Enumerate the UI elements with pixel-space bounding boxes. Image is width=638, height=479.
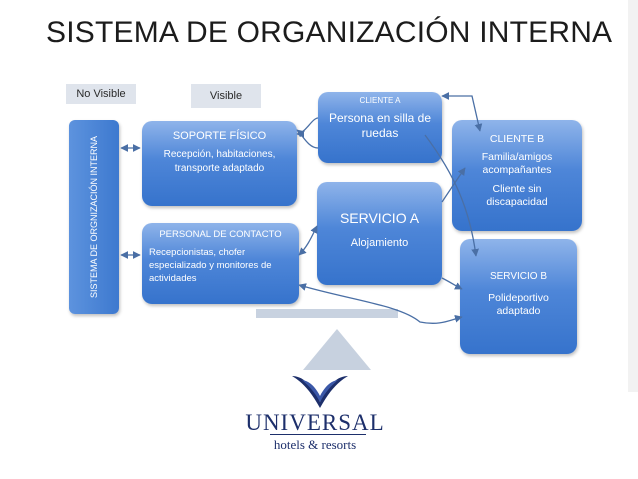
cliente-a-body: Persona en silla de ruedas: [328, 111, 432, 140]
servicio-a-box: SERVICIO A Alojamiento: [317, 182, 442, 285]
brand-rule: [270, 434, 366, 435]
servicio-a-body: Alojamiento: [350, 237, 409, 249]
cliente-b-box: CLIENTE B Familia/amigos acompañantes Cl…: [452, 120, 582, 231]
cliente-a-box: CLIENTE A Persona en silla de ruedas: [318, 92, 442, 163]
servicio-b-body: Polideportivo adaptado: [488, 292, 549, 317]
cliente-b-heading: CLIENTE B: [489, 133, 545, 145]
no-visible-tag: No Visible: [66, 84, 136, 104]
personal-contacto-heading: PERSONAL DE CONTACTO: [159, 229, 282, 240]
personal-contacto-box: PERSONAL DE CONTACTO Recepcionistas, cho…: [142, 223, 299, 304]
servicio-b-heading: SERVICIO B: [489, 271, 548, 282]
right-edge-strip: [628, 0, 638, 392]
arrow-personal-servicioa: [298, 225, 318, 256]
arrow-servicioa-serviciob: [441, 277, 463, 290]
no-visible-label: No Visible: [76, 88, 126, 100]
servicio-b-box: SERVICIO B Polideportivo adaptado: [460, 239, 577, 354]
arrow-personal-serviciob: [298, 283, 463, 324]
visible-tag: Visible: [191, 84, 261, 108]
arrow-clientea-soporte: [296, 129, 319, 149]
arrow-servicioa-clienteb: [441, 167, 466, 203]
cliente-a-heading: CLIENTE A: [359, 96, 401, 105]
soporte-fisico-body: Recepción, habitaciones, transporte adap…: [163, 149, 276, 174]
arrow-clientea-serviciob: [424, 134, 479, 257]
universal-logo-icon: [292, 376, 348, 408]
brand-tagline: hotels & resorts: [273, 437, 357, 452]
page-title: SISTEMA DE ORGANIZACIÓN INTERNA: [46, 16, 613, 49]
servicio-a-heading: SERVICIO A: [339, 210, 420, 226]
balance-fulcrum: [303, 329, 371, 370]
arrow-soporte-clientea: [296, 117, 319, 138]
soporte-fisico-box: SOPORTE FÍSICO Recepción, habitaciones, …: [142, 121, 297, 206]
cliente-b-companions: Familia/amigos acompañantes: [481, 151, 553, 176]
visible-label: Visible: [209, 90, 243, 102]
brand-name: UNIVERSAL: [245, 410, 385, 435]
arrow-clientea-clienteb: [441, 92, 483, 132]
cliente-b-no-disability: Cliente sin discapacidad: [486, 183, 548, 208]
internal-system-box: SISTEMA DE ORGNIZACIÓN INTERNA: [69, 120, 119, 314]
personal-contacto-body: Recepcionistas, chofer especializado y m…: [149, 247, 272, 284]
soporte-fisico-heading: SOPORTE FÍSICO: [172, 130, 267, 142]
